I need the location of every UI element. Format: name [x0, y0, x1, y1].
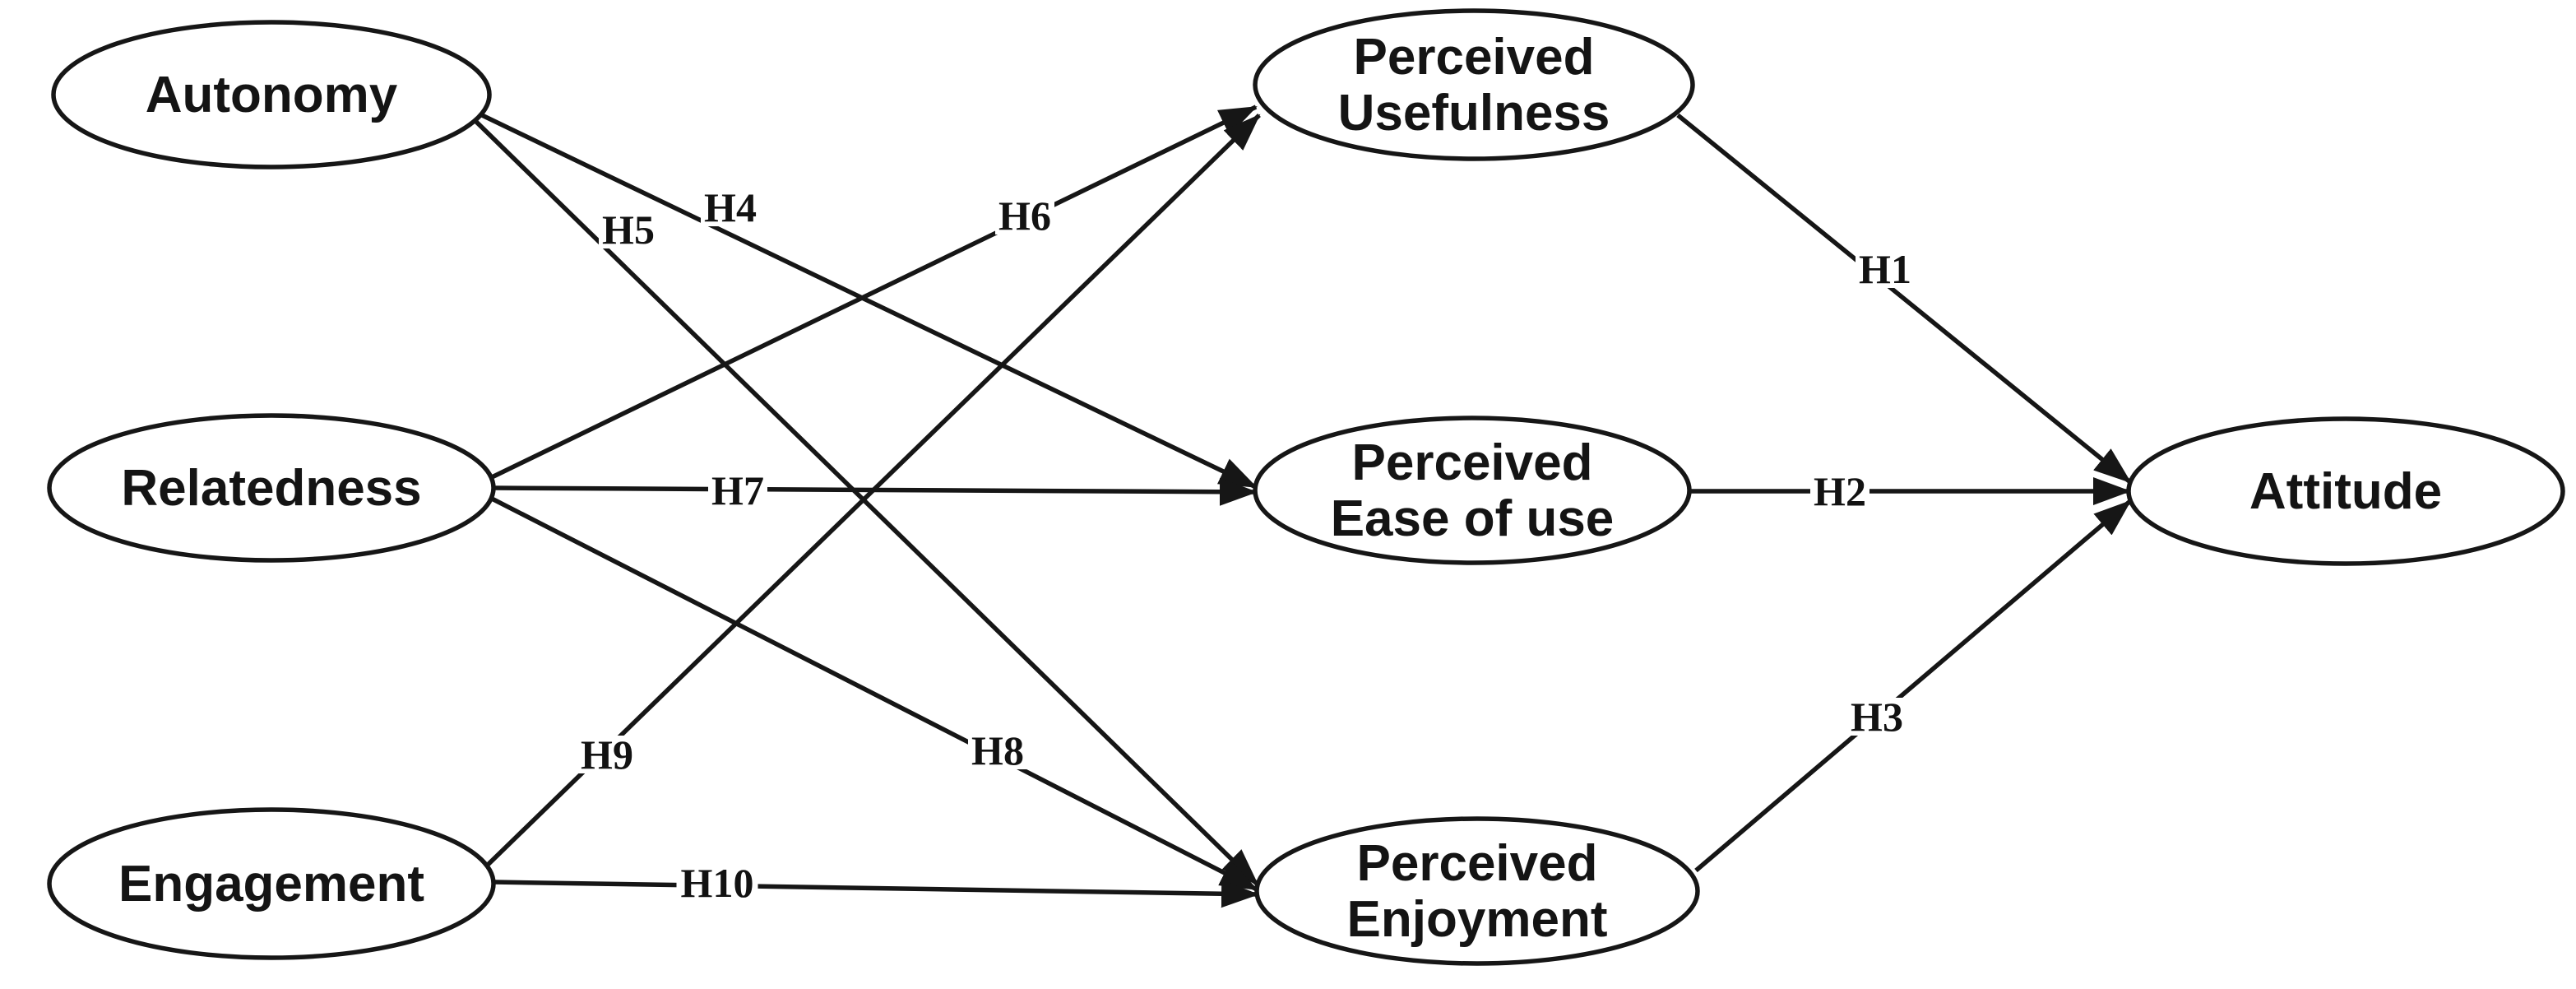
node-label-line: Ease of use [1331, 490, 1615, 547]
node-label-line: Perceived [1354, 29, 1595, 86]
edge-label-bg-h8 [968, 731, 1027, 769]
edge-label-bg-h5 [599, 211, 658, 248]
edge-label-group-h4: H4 [701, 184, 760, 230]
edge-label-group-h5: H5 [599, 207, 658, 253]
edge-arrow-h6 [490, 104, 1258, 480]
node-ellipse-perceived-ease-of-use [1253, 416, 1692, 565]
node-label-attitude: Attitude [2249, 463, 2442, 520]
node-ellipse-perceived-enjoyment [1254, 816, 1700, 966]
edge-arrow-h1 [1676, 113, 2132, 485]
node-label-line: Autonomy [146, 67, 398, 123]
node-autonomy: Autonomy [51, 20, 492, 169]
edge-arrow-h3 [1694, 499, 2132, 873]
edge-label-h4: H4 [704, 184, 757, 230]
edge-label-bg-h4 [701, 188, 760, 226]
node-relatedness: Relatedness [47, 413, 496, 563]
node-label-line: Usefulness [1338, 85, 1610, 142]
node-ellipse-attitude [2126, 416, 2565, 566]
edge-label-h6: H6 [998, 193, 1051, 239]
node-label-line: Enjoyment [1347, 891, 1608, 948]
edge-label-bg-h6 [995, 197, 1054, 234]
edge-label-h5: H5 [602, 207, 655, 253]
node-ellipse-autonomy [51, 20, 492, 169]
edge-label-group-h8: H8 [968, 727, 1027, 773]
edge-label-bg-h9 [577, 736, 637, 773]
node-label-line: Perceived [1352, 434, 1593, 491]
edge-arrow-h10 [493, 880, 1259, 908]
node-ellipse-relatedness [47, 413, 496, 563]
node-label-line: Relatedness [121, 460, 421, 517]
edge-label-h3: H3 [1851, 694, 1903, 740]
edge-arrow-h8 [490, 496, 1258, 892]
node-label-line: Engagement [118, 856, 424, 912]
edge-label-group-h10: H10 [676, 860, 758, 906]
node-label-relatedness: Relatedness [121, 460, 421, 517]
edge-label-h8: H8 [971, 727, 1024, 773]
node-ellipse-perceived-usefulness [1253, 8, 1695, 161]
edge-label-h1: H1 [1859, 246, 1911, 292]
edge-label-group-h1: H1 [1856, 246, 1915, 292]
edge-label-group-h3: H3 [1847, 694, 1907, 740]
edge-label-h9: H9 [581, 731, 633, 778]
edge-label-h7: H7 [711, 467, 764, 513]
edge-label-bg-h7 [708, 471, 767, 509]
edge-label-h10: H10 [681, 860, 754, 906]
node-ellipse-engagement [47, 807, 496, 960]
edge-label-bg-h3 [1847, 698, 1907, 736]
edge-label-bg-h1 [1856, 250, 1915, 288]
edge-label-group-h2: H2 [1810, 468, 1869, 514]
node-engagement: Engagement [47, 807, 496, 960]
node-label-engagement: Engagement [118, 856, 424, 912]
edge-label-group-h7: H7 [708, 467, 767, 513]
edge-arrow-h4 [480, 113, 1258, 490]
edge-label-group-h9: H9 [577, 731, 637, 778]
edge-label-bg-h10 [676, 864, 758, 902]
node-label-line: Attitude [2249, 463, 2442, 520]
node-attitude: Attitude [2126, 416, 2565, 566]
edge-label-h2: H2 [1814, 468, 1866, 514]
node-label-autonomy: Autonomy [146, 67, 398, 123]
edge-label-bg-h2 [1810, 472, 1869, 510]
edge-label-group-h6: H6 [995, 193, 1054, 239]
node-label-line: Perceived [1357, 835, 1598, 892]
